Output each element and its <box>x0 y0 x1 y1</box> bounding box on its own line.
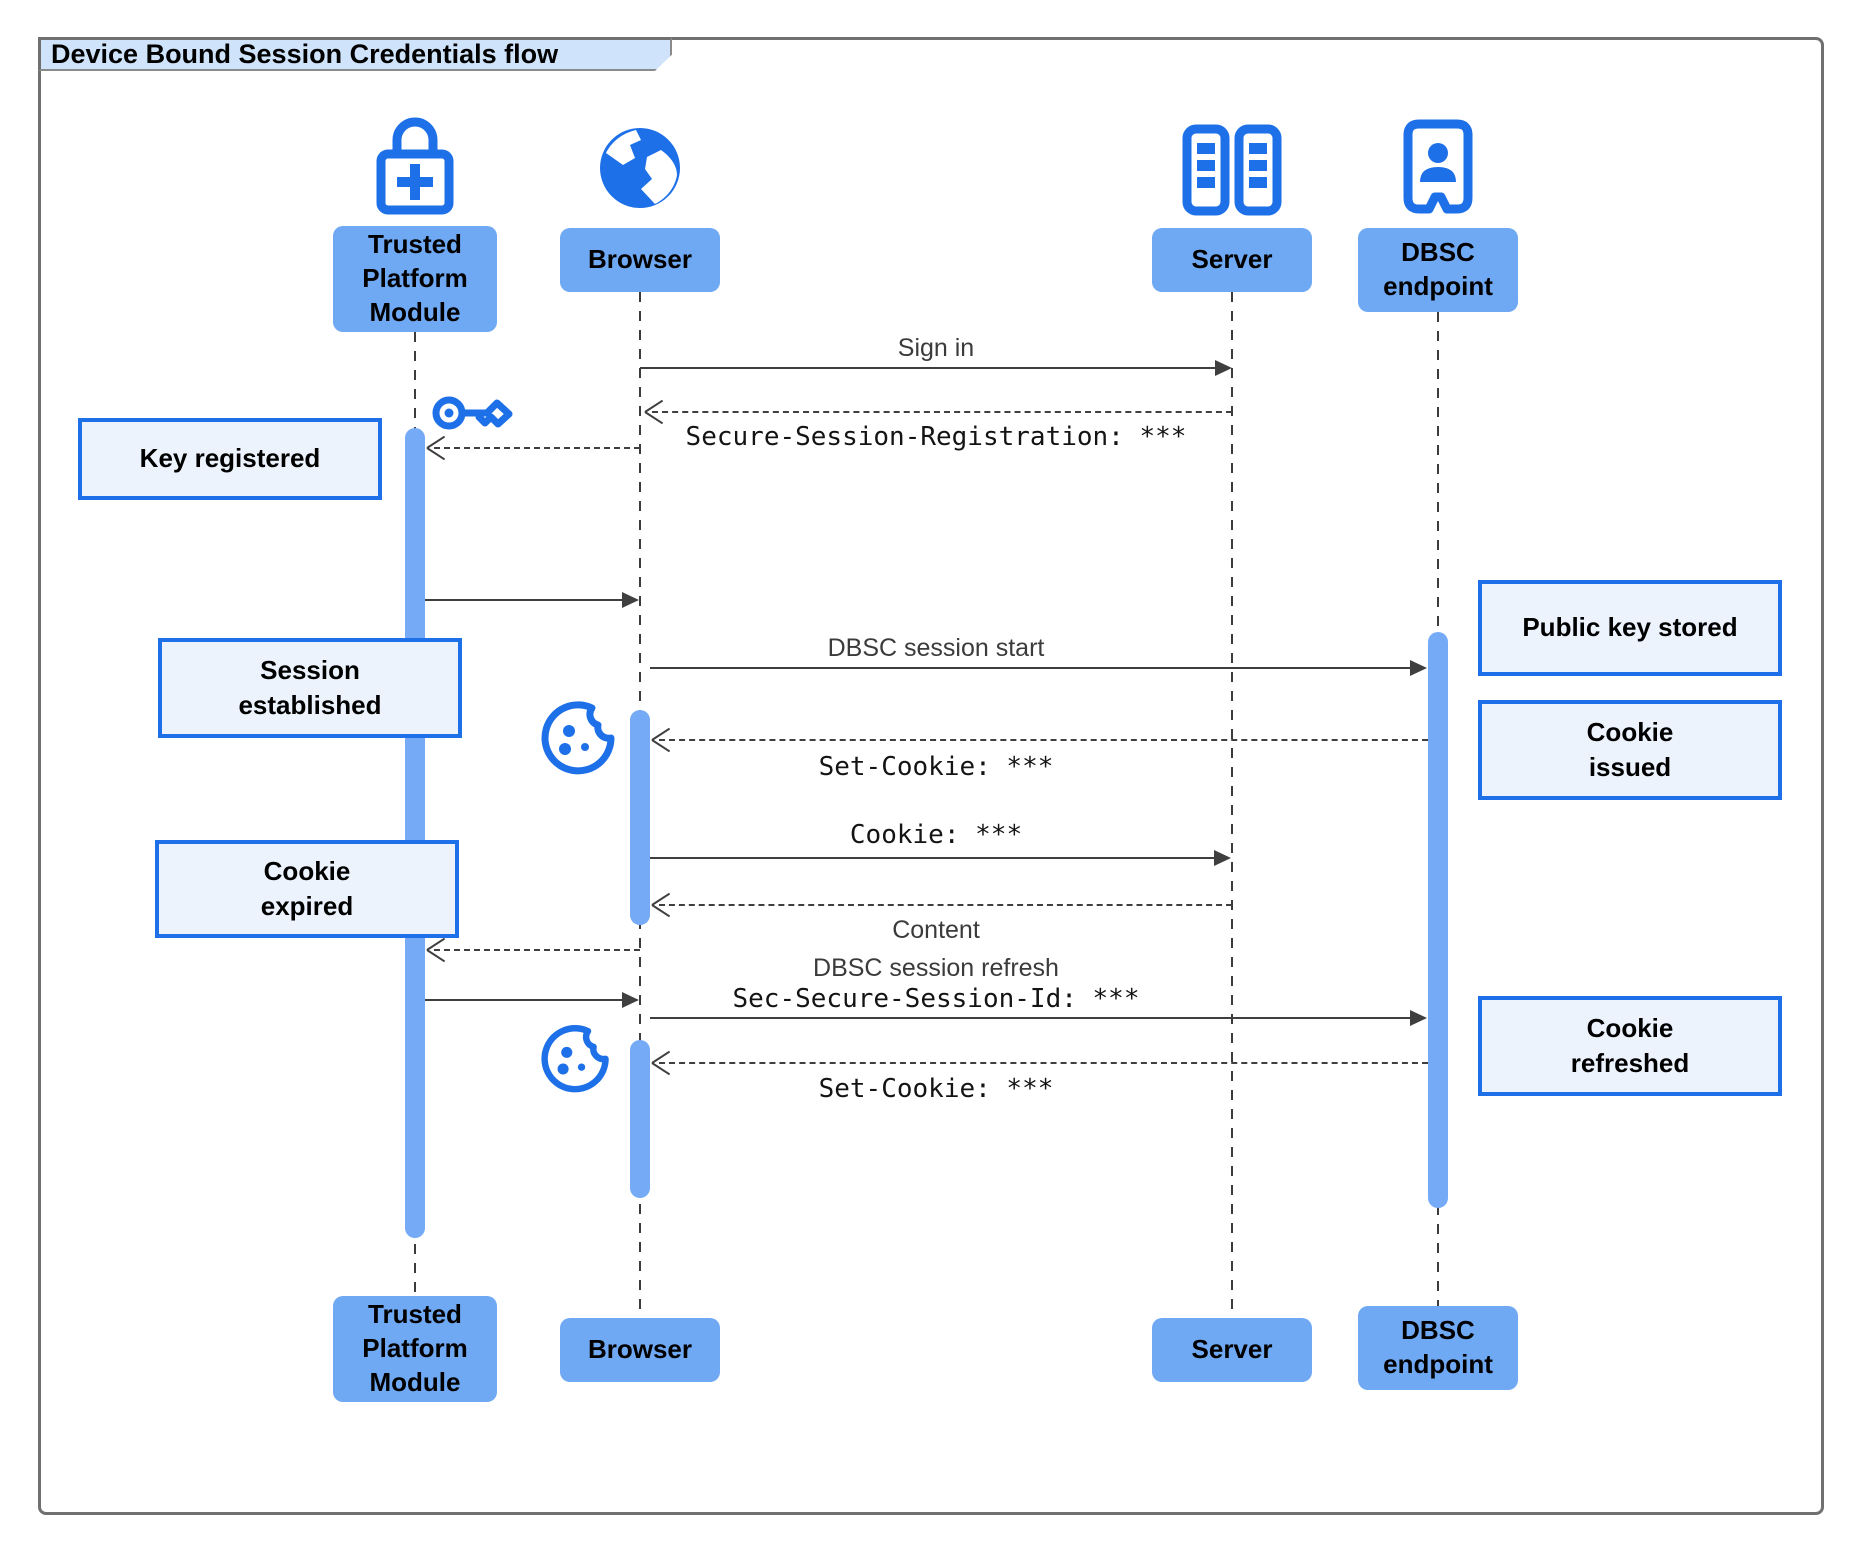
message-line-dbsc-session-refresh <box>650 1017 1411 1019</box>
server-rack-icon <box>1182 124 1282 216</box>
actor-server-bottom: Server <box>1152 1318 1312 1382</box>
arrowhead-sign-in <box>1215 360 1232 376</box>
message-line-dbsc-session-start <box>650 667 1411 669</box>
cookie-icon <box>541 701 615 775</box>
arrowhead-key-ready <box>622 592 639 608</box>
actor-tpm-top: Trusted Platform Module <box>333 226 497 332</box>
note-cookie-refreshed: Cookie refreshed <box>1478 996 1782 1096</box>
message-label-sec-secure-session-id: Sec-Secure-Session-Id: *** <box>732 984 1140 1014</box>
message-line-cookie <box>650 857 1215 859</box>
key-icon <box>432 396 513 430</box>
arrowhead-dbsc-session-refresh <box>1410 1010 1427 1026</box>
arrowhead-signature-ready <box>622 992 639 1008</box>
actor-browser-bottom: Browser <box>560 1318 720 1382</box>
globe-icon <box>600 128 680 208</box>
message-line-signature-ready <box>425 999 623 1001</box>
message-label-content: Content <box>892 916 980 944</box>
message-line-sign-request <box>434 949 640 951</box>
activation-bar-browser-1 <box>630 710 650 925</box>
message-line-register-key <box>434 447 640 449</box>
activation-bar-tpm <box>405 428 425 1238</box>
note-session-established: Session established <box>158 638 462 738</box>
actor-tpm-bottom: Trusted Platform Module <box>333 1296 497 1402</box>
message-label-cookie: Cookie: *** <box>849 820 1023 850</box>
endpoint-person-icon <box>1403 119 1473 214</box>
note-cookie-expired: Cookie expired <box>155 840 459 938</box>
message-label-set-cookie-2: Set-Cookie: *** <box>818 1074 1054 1104</box>
activation-bar-browser-2 <box>630 1040 650 1198</box>
message-line-content <box>659 904 1232 906</box>
message-label-set-cookie-1: Set-Cookie: *** <box>818 752 1054 782</box>
note-public-key-stored: Public key stored <box>1478 580 1782 676</box>
actor-dbsc-top: DBSC endpoint <box>1358 228 1518 312</box>
message-line-sign-in <box>640 367 1216 369</box>
lock-plus-icon <box>376 117 454 215</box>
note-key-registered: Key registered <box>78 418 382 500</box>
actor-dbsc-bottom: DBSC endpoint <box>1358 1306 1518 1390</box>
actor-server-top: Server <box>1152 228 1312 292</box>
diagram-title: Device Bound Session Credentials flow <box>38 37 672 71</box>
arrowhead-cookie <box>1214 850 1231 866</box>
activation-bar-dbsc <box>1428 632 1448 1208</box>
note-cookie-issued: Cookie issued <box>1478 700 1782 800</box>
arrowhead-dbsc-session-start <box>1410 660 1427 676</box>
actor-browser-top: Browser <box>560 228 720 292</box>
lifeline-server <box>1231 292 1233 1318</box>
message-line-key-ready <box>425 599 623 601</box>
message-label-sign-in: Sign in <box>897 334 975 362</box>
message-label-dbsc-session-refresh: DBSC session refresh <box>813 954 1059 982</box>
message-line-session-registration <box>652 411 1232 413</box>
message-label-dbsc-session-start: DBSC session start <box>827 634 1045 662</box>
message-line-set-cookie-1 <box>659 739 1428 741</box>
message-label-session-registration: Secure-Session-Registration: *** <box>685 422 1187 452</box>
message-line-set-cookie-2 <box>659 1062 1428 1064</box>
cookie-icon <box>541 1025 609 1093</box>
